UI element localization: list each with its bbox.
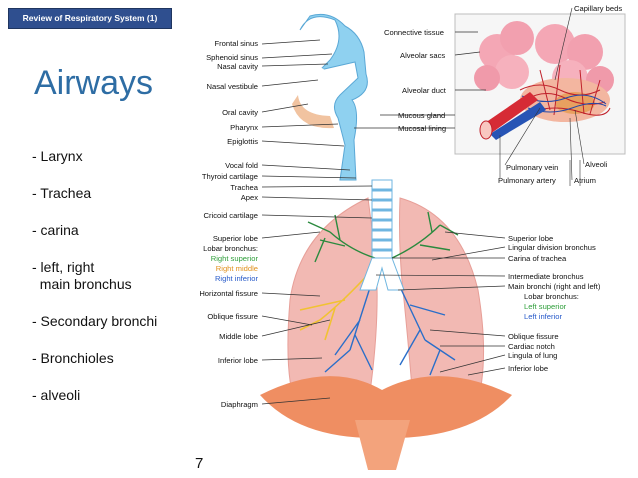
- label-inferior-lobe-left: Inferior lobe: [508, 364, 548, 373]
- label-cricoid-cartilage: Cricoid cartilage: [204, 211, 258, 220]
- label-oral-cavity: Oral cavity: [222, 108, 258, 117]
- label-cardiac-notch: Cardiac notch: [508, 342, 555, 351]
- label-capillary-beds: Capillary beds: [574, 4, 622, 13]
- bullet-main-bronchus: - left, right main bronchus: [32, 259, 132, 292]
- label-thyroid-cartilage: Thyroid cartilage: [202, 172, 258, 181]
- label-lingula-of-lung: Lingula of lung: [508, 351, 557, 360]
- label-middle-lobe: Middle lobe: [219, 332, 258, 341]
- bullet-secondary-bronchi: - Secondary bronchi: [32, 313, 158, 329]
- left-lung: [399, 197, 485, 395]
- bullet-larynx: - Larynx: [32, 148, 83, 164]
- label-right-inferior: Right inferior: [215, 274, 259, 283]
- label-pulmonary-artery: Pulmonary artery: [498, 176, 556, 185]
- oral-cavity-shape: [304, 58, 330, 118]
- label-carina-of-trachea: Carina of trachea: [508, 254, 567, 263]
- slide-title: Airways: [34, 64, 154, 102]
- pulmonary-vein-vessel: [490, 102, 546, 140]
- bullet-carina: - carina: [32, 222, 79, 238]
- label-right-middle: Right middle: [216, 264, 258, 273]
- label-connective-tissue: Connective tissue: [384, 28, 444, 37]
- bullet-trachea: - Trachea: [32, 185, 92, 201]
- diaphragm: [260, 376, 512, 439]
- upper-airway: [299, 13, 368, 181]
- label-alveoli: Alveoli: [585, 160, 608, 169]
- label-mucous-gland: Mucous gland: [398, 111, 445, 120]
- bullet-alveoli: - alveoli: [32, 387, 81, 403]
- label-diaphragm: Diaphragm: [221, 400, 258, 409]
- page-number: 7: [195, 455, 204, 472]
- label-nasal-vestibule: Nasal vestibule: [207, 82, 259, 91]
- label-lobar-bronchus-left: Lobar bronchus:: [524, 292, 579, 301]
- left-superior-bronchi: [391, 211, 459, 259]
- label-horizontal-fissure: Horizontal fissure: [199, 289, 258, 298]
- label-main-bronchi: Main bronchi (right and left): [508, 282, 601, 291]
- left-inferior-bronchi: [391, 269, 456, 376]
- label-pulmonary-vein: Pulmonary vein: [506, 163, 558, 172]
- label-mucosal-lining: Mucosal lining: [398, 124, 446, 133]
- label-lingular-division-bronchus: Lingular division bronchus: [508, 243, 596, 252]
- label-right-superior: Right superior: [211, 254, 259, 263]
- label-oblique-fissure-right: Oblique fissure: [207, 312, 258, 321]
- label-alveolar-sacs: Alveolar sacs: [400, 51, 445, 60]
- label-leaders: [261, 31, 506, 405]
- tongue: [292, 95, 334, 129]
- right-superior-bronchi: [307, 214, 376, 263]
- label-inferior-lobe-right: Inferior lobe: [218, 356, 258, 365]
- pulmonary-artery-vessel: [482, 92, 538, 134]
- label-frontal-sinus: Frontal sinus: [215, 39, 259, 48]
- main-bronchi: [359, 257, 405, 291]
- bullet-bronchioles: - Bronchioles: [32, 350, 114, 366]
- alveolar-sac-cluster: [474, 21, 614, 122]
- bullet-list: - Larynx - Trachea - carina - left, righ…: [32, 148, 157, 404]
- label-superior-lobe-left: Superior lobe: [508, 234, 553, 243]
- label-nasal-cavity: Nasal cavity: [217, 62, 258, 71]
- label-lobar-bronchus-right: Lobar bronchus:: [203, 244, 258, 253]
- diaphragm-crus: [355, 420, 410, 470]
- label-trachea: Trachea: [230, 183, 258, 192]
- label-alveolar-duct: Alveolar duct: [402, 86, 447, 95]
- label-left-inferior: Left inferior: [524, 312, 562, 321]
- label-superior-lobe-right: Superior lobe: [213, 234, 258, 243]
- label-pharynx: Pharynx: [230, 123, 258, 132]
- section-tag: Review of Respiratory System (1): [8, 8, 172, 29]
- right-inferior-bronchi: [324, 274, 375, 373]
- label-sphenoid-sinus: Sphenoid sinus: [206, 53, 258, 62]
- label-left-superior: Left superior: [524, 302, 567, 311]
- label-oblique-fissure-left: Oblique fissure: [508, 332, 559, 341]
- inset-leaders: [499, 7, 585, 186]
- label-epiglottis: Epiglottis: [227, 137, 258, 146]
- label-apex: Apex: [241, 193, 259, 202]
- right-middle-bronchi: [299, 269, 373, 341]
- label-atrium: Atrium: [574, 176, 596, 185]
- label-vocal-fold: Vocal fold: [225, 161, 258, 170]
- label-intermediate-bronchus: Intermediate bronchus: [508, 272, 584, 281]
- trachea-rings: [372, 188, 392, 252]
- vessel-opening: [479, 120, 493, 140]
